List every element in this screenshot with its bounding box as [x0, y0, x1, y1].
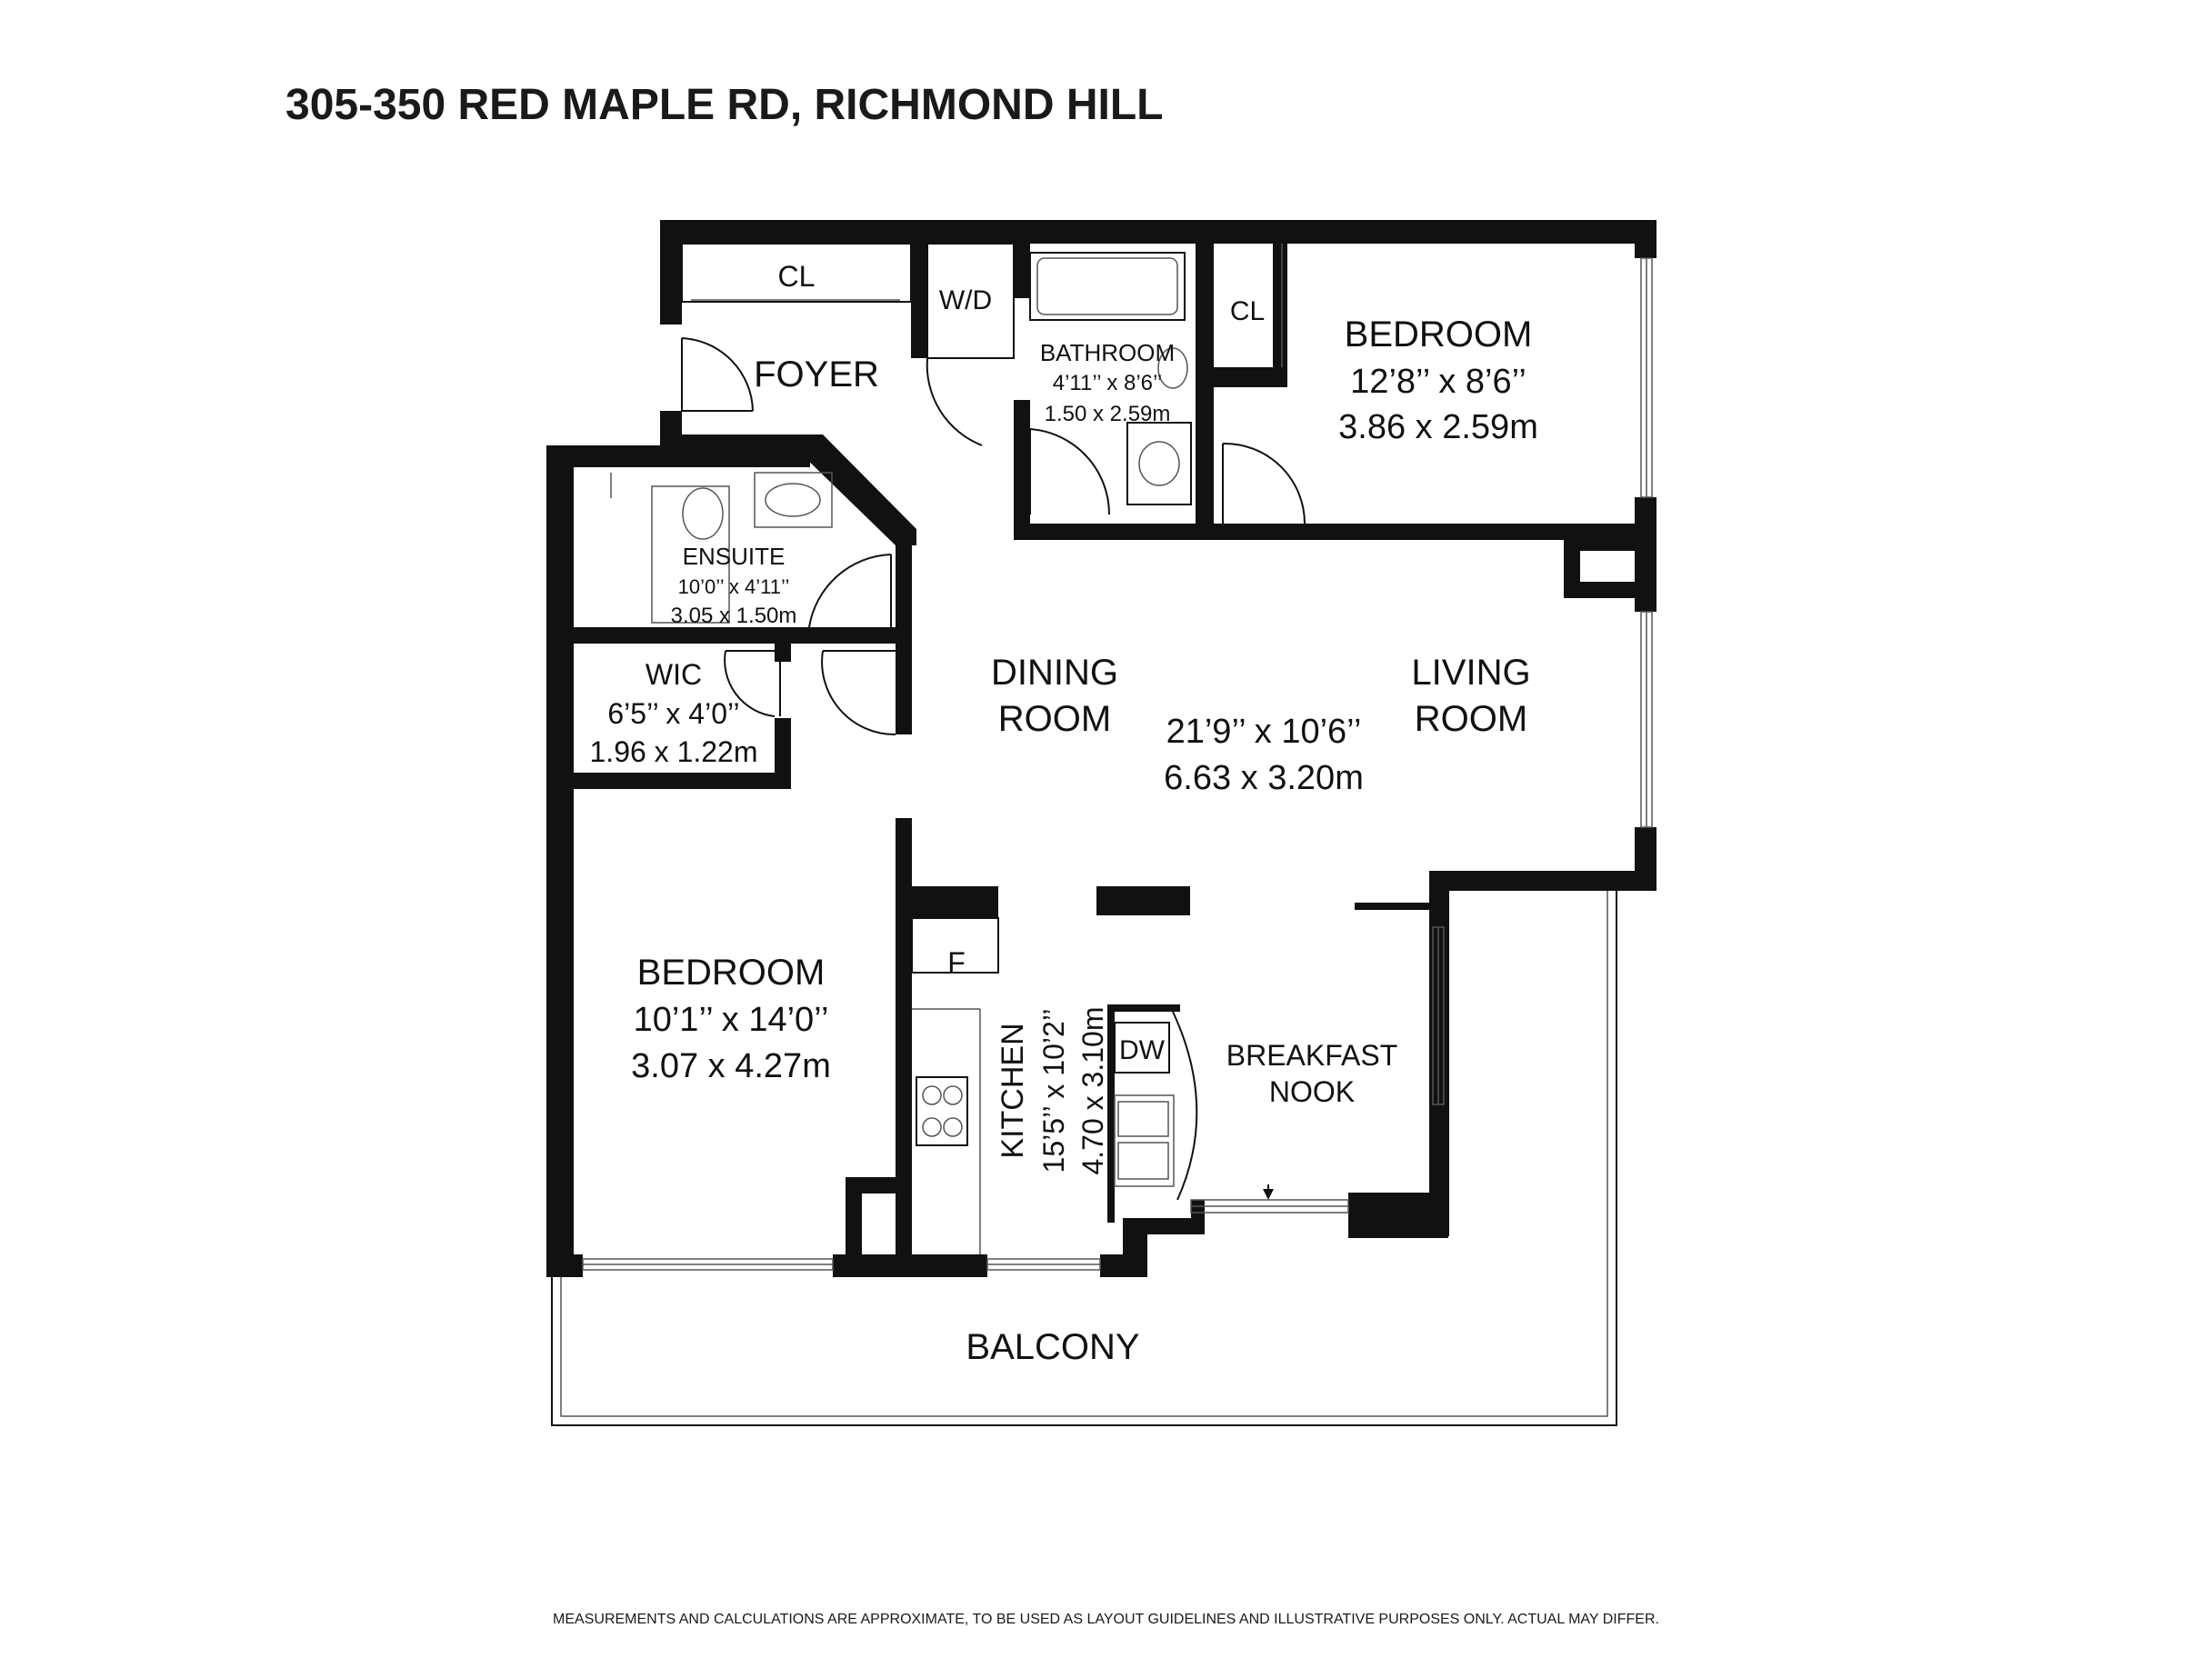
foyer-closet-label: CL	[778, 260, 816, 293]
bathroom-name: BATHROOM	[1040, 339, 1175, 366]
page-title: 305-350 RED MAPLE RD, RICHMOND HILL	[285, 81, 1164, 129]
fridge-label: F	[947, 946, 966, 979]
fixtures	[610, 243, 1283, 1254]
bedroom-2-imperial: 10’1’’ x 14’0’’	[634, 1001, 829, 1039]
breakfast-nook-line2: NOOK	[1269, 1075, 1355, 1108]
breakfast-nook-line1: BREAKFAST	[1226, 1039, 1398, 1072]
wic-imperial: 6’5’’ x 4’0’’	[607, 697, 739, 730]
bathroom-metric: 1.50 x 2.59m	[1045, 402, 1171, 426]
dining-label-line1: DINING	[991, 653, 1118, 693]
room-labels: CL FOYER W/D BATHROOM 4’11’’ x 8’6’’ 1.5…	[590, 260, 1538, 1367]
foyer-label: FOYER	[754, 355, 879, 395]
ensuite-metric: 3.05 x 1.50m	[671, 604, 797, 628]
balcony-outline	[551, 891, 1617, 1426]
ensuite-imperial: 10’0’’ x 4’11’’	[678, 575, 790, 598]
washer-dryer-label: W/D	[939, 285, 992, 315]
bedroom-1-name: BEDROOM	[1345, 315, 1533, 355]
kitchen-imperial: 15’5’’ x 10’2’’	[1037, 1009, 1070, 1174]
walls	[546, 220, 1656, 1277]
bedroom-2-metric: 3.07 x 4.27m	[631, 1047, 831, 1085]
balcony-label: BALCONY	[966, 1327, 1139, 1367]
wic-name: WIC	[646, 658, 702, 691]
kitchen-name: KITCHEN	[996, 1023, 1030, 1158]
dishwasher-label: DW	[1119, 1035, 1166, 1065]
bedroom-2-name: BEDROOM	[637, 953, 826, 993]
living-label-line1: LIVING	[1411, 653, 1530, 693]
disclaimer-text: MEASUREMENTS AND CALCULATIONS ARE APPROX…	[553, 1612, 1659, 1627]
bedroom-1-imperial: 12’8’’ x 8’6’’	[1350, 363, 1526, 401]
dining-label-line2: ROOM	[998, 699, 1111, 739]
kitchen-metric: 4.70 x 3.10m	[1076, 1007, 1109, 1175]
bathroom-imperial: 4’11’’ x 8’6’’	[1053, 371, 1163, 395]
dining-living-imperial: 21’9’’ x 10’6’’	[1166, 713, 1362, 751]
bedroom-closet-label: CL	[1230, 296, 1265, 326]
bedroom-1-metric: 3.86 x 2.59m	[1338, 408, 1538, 446]
windows	[582, 257, 1653, 1271]
living-label-line2: ROOM	[1415, 699, 1527, 739]
dining-living-metric: 6.63 x 3.20m	[1164, 759, 1364, 797]
ensuite-name: ENSUITE	[683, 543, 786, 570]
wic-metric: 1.96 x 1.22m	[590, 735, 758, 768]
